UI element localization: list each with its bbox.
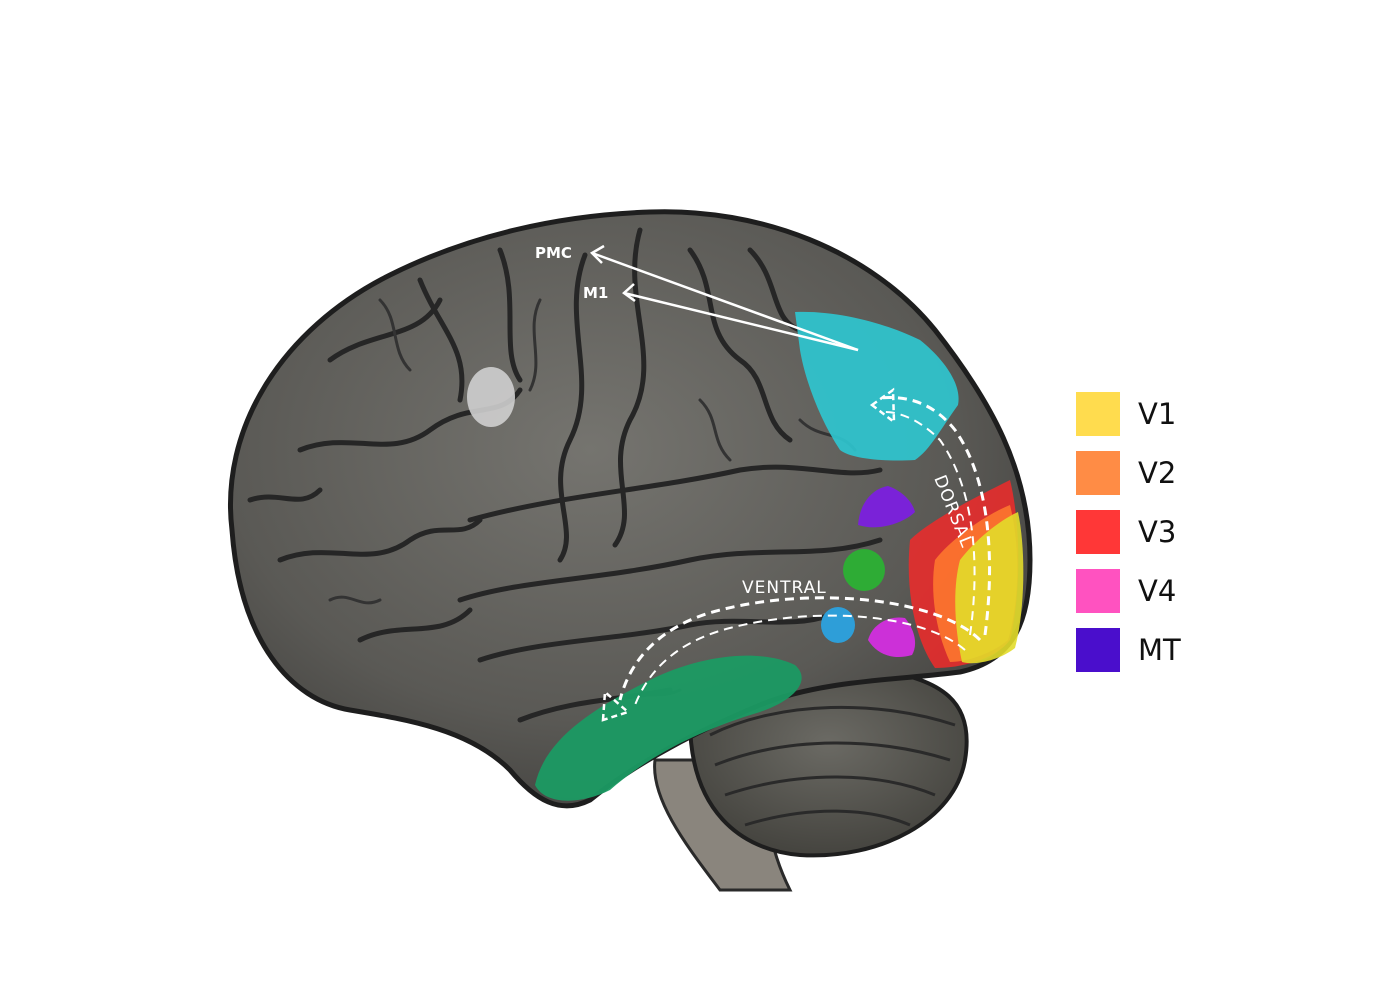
- legend-item-mt: MT: [1076, 628, 1236, 687]
- legend-swatch-mt: [1076, 628, 1120, 672]
- legend-label-v2: V2: [1138, 456, 1177, 490]
- legend-label-v1: V1: [1138, 397, 1177, 431]
- ventral-stream-arrow: [618, 596, 982, 701]
- v4-region: [868, 617, 916, 658]
- pmc-label: PMC: [535, 244, 572, 262]
- legend-swatch-v4: [1076, 569, 1120, 613]
- white-dot-region: [467, 367, 515, 427]
- green-dot-region: [843, 549, 885, 591]
- dorsal-stream-arrow-inner: [884, 411, 976, 636]
- cerebellum-folia: [709, 705, 956, 827]
- legend-item-v2: V2: [1076, 451, 1236, 510]
- legend-item-v4: V4: [1076, 569, 1236, 628]
- legend-swatch-v1: [1076, 392, 1120, 436]
- motor-arrows: [589, 244, 859, 352]
- legend-item-v1: V1: [1076, 392, 1236, 451]
- cortical-sulci: [247, 227, 883, 723]
- blue-dot-region: [821, 607, 855, 643]
- legend-swatch-v2: [1076, 451, 1120, 495]
- legend-label-v4: V4: [1138, 574, 1177, 608]
- ventral-stream-arrow-inner: [634, 614, 966, 706]
- legend-item-v3: V3: [1076, 510, 1236, 569]
- m1-label: M1: [583, 284, 608, 302]
- legend-swatch-v3: [1076, 510, 1120, 554]
- legend-label-mt: MT: [1138, 633, 1181, 667]
- ventral-arrowhead: [601, 689, 631, 722]
- mt-region: [858, 486, 915, 528]
- ventral-label: VENTRAL: [742, 578, 827, 598]
- legend-label-v3: V3: [1138, 515, 1177, 549]
- ventral-stream-region: [535, 655, 802, 801]
- dorsal-arrowhead: [869, 387, 896, 425]
- legend: V1 V2 V3 V4 MT: [1076, 392, 1236, 687]
